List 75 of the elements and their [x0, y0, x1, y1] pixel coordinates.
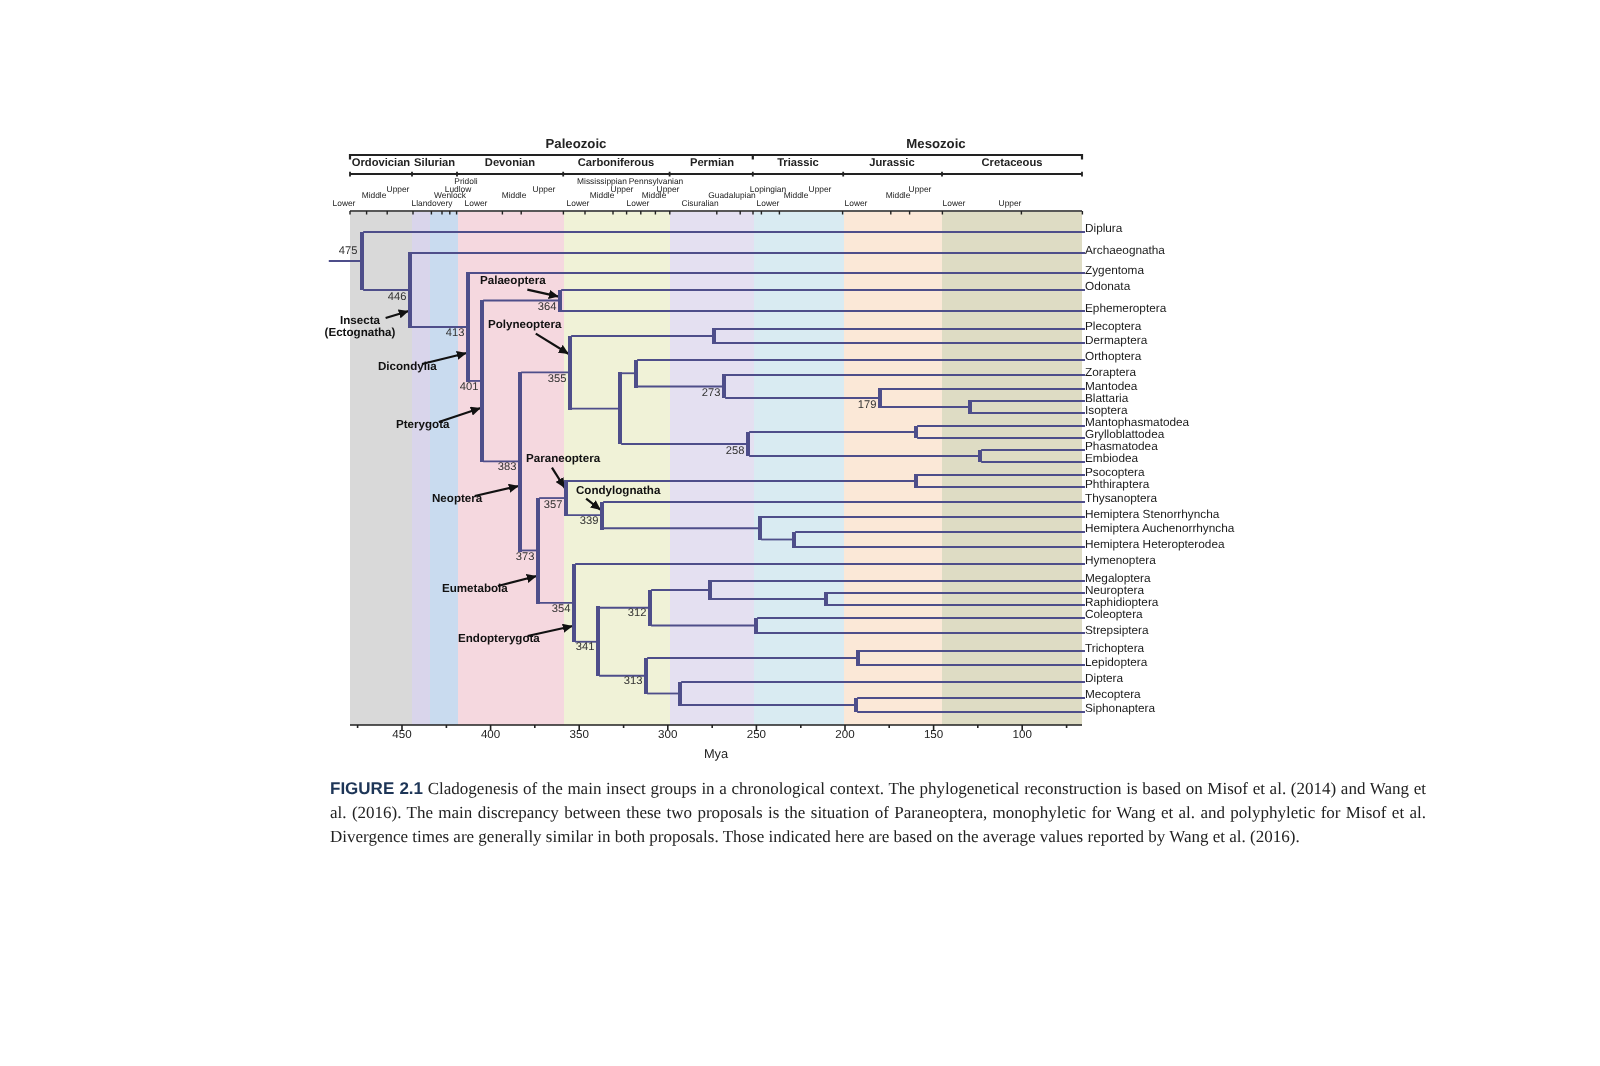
branch-line	[520, 371, 570, 374]
branch-line	[916, 474, 1086, 476]
arrow	[421, 350, 468, 366]
branch-line	[650, 624, 756, 627]
branch-line	[916, 486, 1086, 488]
root-branch-line	[327, 260, 362, 262]
branch-line	[714, 328, 1086, 330]
arrow	[385, 309, 410, 320]
branch-line	[856, 697, 1086, 699]
branch-line	[538, 497, 566, 499]
branch-line	[760, 516, 1086, 518]
branch-line	[538, 602, 574, 604]
branch-line	[482, 299, 560, 302]
branch-line	[714, 342, 1086, 344]
branch-line	[858, 664, 1086, 666]
branch-line	[680, 681, 1086, 683]
branch-line	[980, 461, 1086, 463]
branch-line	[646, 692, 680, 695]
branch-line	[856, 711, 1086, 713]
arrow	[585, 497, 602, 511]
branch-line	[602, 501, 1086, 503]
branch-line	[756, 632, 1086, 634]
arrow	[527, 623, 573, 638]
arrow	[474, 483, 520, 498]
branch-line	[760, 538, 794, 541]
branch-line	[748, 455, 980, 457]
branch-line	[636, 359, 1086, 361]
branch-line	[566, 514, 602, 516]
branch-line	[570, 407, 620, 410]
branch-line	[646, 657, 858, 659]
branch-line	[620, 372, 636, 375]
branch-line	[756, 617, 1086, 619]
branch-line	[916, 437, 1086, 439]
branch-line	[826, 604, 1086, 606]
figure-caption: FIGURE 2.1 Cladogenesis of the main insect groups in a chronological context. The phylogenetical reconstruction is based on Misof et al. (2014) and Wang et al. (2016). The main discrepancy between these two proposals is the situation of Paraneoptera, monophyletic for Wang et al. and polyphyletic for Misof et al. Divergence times are generally similar in both proposals. Those indicated here are based on the average values reported by Wang et al. (2016).	[330, 776, 1426, 850]
branch-line	[410, 252, 1086, 254]
branch-line	[620, 443, 748, 445]
branch-line	[724, 374, 1086, 376]
branch-line	[566, 480, 916, 482]
branch-line	[636, 385, 724, 388]
branch-line	[560, 310, 1086, 312]
branch-line	[880, 388, 1086, 390]
branch-line	[482, 460, 520, 463]
branch-line	[710, 580, 1086, 582]
branch-line	[710, 598, 826, 600]
branch-line	[970, 412, 1086, 414]
arrow	[535, 332, 570, 355]
branch-line	[468, 380, 482, 382]
branch-line	[794, 546, 1086, 548]
branch-line	[410, 326, 468, 328]
branch-line	[598, 606, 650, 609]
branch-line	[858, 650, 1086, 652]
branch-line	[880, 406, 970, 408]
branch-line	[468, 272, 1086, 274]
arrow	[497, 574, 538, 588]
arrow	[551, 467, 566, 489]
branch-line	[560, 289, 1086, 291]
branch-line	[980, 449, 1086, 451]
branch-line	[794, 531, 1086, 533]
branch-line	[574, 640, 598, 643]
branch-line	[970, 400, 1086, 402]
branch-line	[916, 425, 1086, 427]
branch-line	[362, 231, 1086, 233]
branch-line	[826, 592, 1086, 594]
branch-line	[574, 563, 1086, 565]
branch-line	[570, 335, 714, 337]
arrow	[527, 288, 560, 299]
branch-line	[748, 431, 916, 433]
branch-line	[724, 397, 880, 399]
arrow	[438, 406, 482, 424]
branch-line	[602, 527, 760, 530]
branch-line	[680, 704, 856, 706]
branch-line	[598, 674, 646, 677]
branch-line	[650, 589, 710, 591]
branch-line	[362, 289, 410, 291]
